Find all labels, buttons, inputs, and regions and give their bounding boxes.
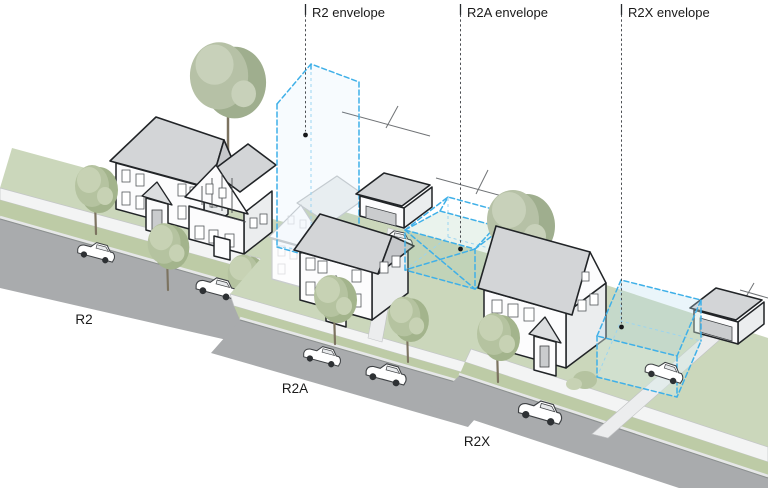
garage (355, 172, 433, 229)
front-door (539, 345, 550, 368)
r2-envelope-wireframe (276, 63, 360, 266)
leader-dot (303, 132, 308, 138)
rear-lot-tick (385, 105, 399, 129)
rear-lot-line (341, 111, 431, 137)
callout-r2x-envelope: R2X envelope (619, 4, 710, 330)
rear-lot-tick (475, 169, 489, 195)
shrub (566, 371, 597, 390)
district-label-r2a: R2A (282, 381, 308, 396)
r2a-envelope-label: R2A envelope (467, 5, 548, 20)
district-label-r2: R2 (75, 312, 92, 327)
rear-lot-line (739, 289, 768, 299)
r2a-planting-strip (234, 306, 506, 394)
entry-porch (213, 235, 231, 261)
callout-r2a-envelope: R2A envelope (458, 4, 548, 252)
leader-dot (458, 246, 463, 252)
leader-dot (619, 324, 624, 330)
r2x-sidewalk (464, 348, 768, 463)
r2a-street (211, 320, 497, 427)
r2x-scene (428, 188, 768, 488)
r2-envelope-label: R2 envelope (312, 5, 385, 20)
garage (689, 287, 765, 345)
r2x-envelope-label: R2X envelope (628, 5, 710, 20)
r2x-envelope-wireframe (596, 279, 702, 398)
house-tudor (184, 143, 277, 261)
district-label-r2x: R2X (464, 434, 490, 449)
callout-r2-envelope: R2 envelope (303, 4, 385, 138)
